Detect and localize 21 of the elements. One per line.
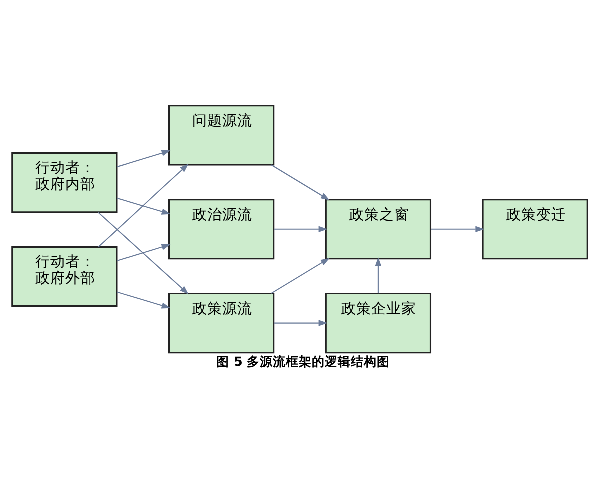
node-box: 政策企业家	[325, 292, 432, 354]
node-box: 政策之窗	[325, 199, 432, 260]
arrow	[98, 164, 189, 248]
arrow	[117, 292, 171, 309]
arrow	[431, 226, 485, 232]
node-box: 问题源流	[168, 105, 275, 166]
node-box: 行动者：政府外部	[12, 246, 118, 308]
arrow	[117, 198, 171, 215]
arrow	[117, 244, 171, 262]
arrow	[117, 150, 171, 168]
arrow	[98, 212, 189, 295]
node-box: 政策源流	[168, 292, 275, 354]
caption: 图 5 多源流框架的逻辑结构图	[216, 354, 390, 369]
node-box: 政治源流	[168, 199, 275, 260]
node-box: 政策变迁	[482, 199, 588, 260]
node-box: 行动者：政府内部	[12, 152, 118, 214]
arrow	[375, 257, 382, 294]
arrow	[271, 258, 330, 294]
arrow	[271, 164, 330, 200]
arrow	[274, 226, 328, 232]
arrow	[274, 320, 328, 326]
